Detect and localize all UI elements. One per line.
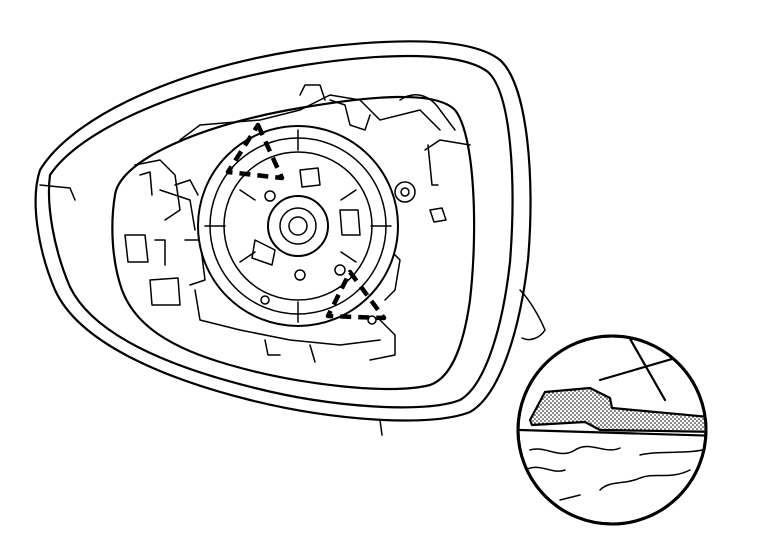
detail-magnifier — [516, 334, 708, 526]
clip-callout-lower — [325, 269, 387, 321]
mirror-housing — [34, 40, 546, 436]
pivot-hub — [267, 195, 329, 257]
actuator-mechanism — [124, 84, 471, 363]
glass-opening — [111, 95, 476, 391]
clip-callouts — [225, 122, 387, 321]
clip-profile-stippled — [528, 386, 706, 434]
